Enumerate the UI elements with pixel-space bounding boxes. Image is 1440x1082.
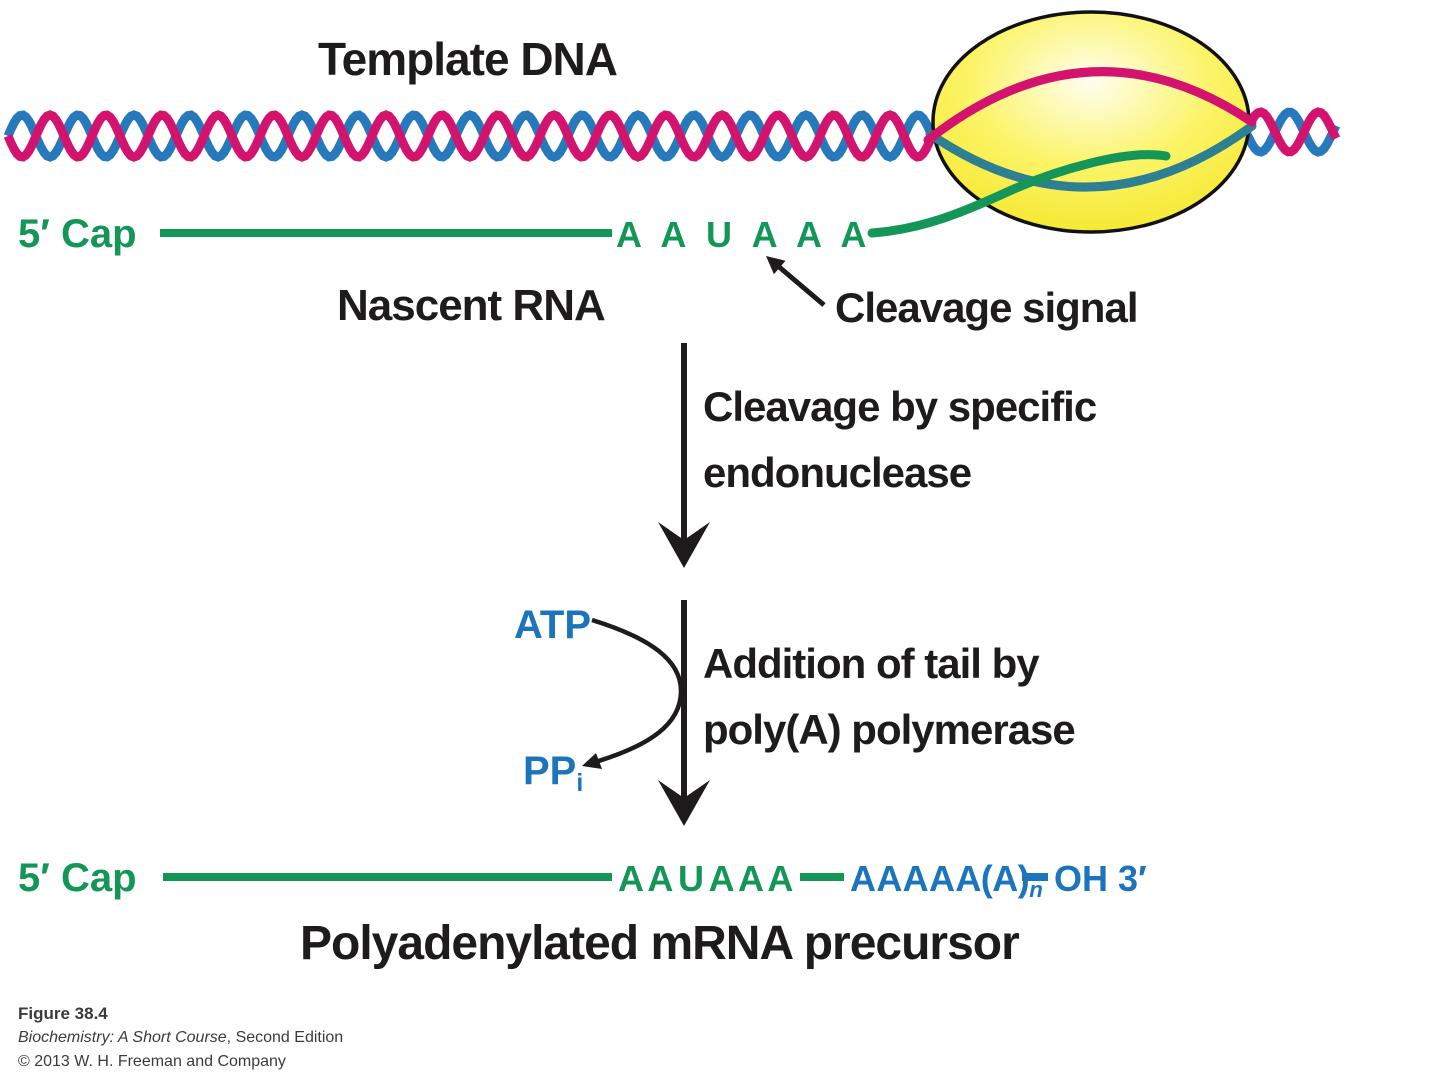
atp-ppi-arrowhead-icon <box>582 753 602 769</box>
cleavage-signal-label: Cleavage signal <box>835 284 1138 331</box>
down-arrow-1-head-icon <box>658 522 710 568</box>
template-dna-title: Template DNA <box>318 33 618 85</box>
nascent-rna-curve <box>867 150 1171 238</box>
cleavage-signal-arrowhead-icon <box>766 256 786 275</box>
down-arrow-2-head-icon <box>658 780 710 826</box>
polyadenylated-mrna-title: Polyadenylated mRNA precursor <box>300 917 1020 970</box>
nascent-rna-label: Nascent RNA <box>337 281 606 330</box>
caption-figure-number: Figure 38.4 <box>18 1004 108 1023</box>
step1-label: Cleavage by specific endonuclease <box>703 383 1097 496</box>
caption-copyright: © 2013 W. H. Freeman and Company <box>18 1053 286 1070</box>
cleavage-signal-sequence-bottom: A A U A A A <box>618 858 794 899</box>
poly-a-tail-sequence: A A A A A(A)n <box>850 858 1043 903</box>
coding-strand-in-bubble <box>923 67 1257 145</box>
dna-helix-left-pink-strand <box>3 110 937 162</box>
atp-label: ATP <box>514 603 592 647</box>
poly-a-subscript-n: n <box>1029 877 1043 903</box>
step2-label: Addition of tail by poly(A) polymerase <box>703 640 1076 753</box>
ppi-subscript: i <box>576 769 584 797</box>
five-prime-cap-label-bottom: 5′ Cap <box>18 856 137 900</box>
cleavage-signal-sequence-top: A A U A A A <box>616 214 867 255</box>
ppi-label: PPi <box>523 749 583 798</box>
caption-book-line: Biochemistry: A Short Course, Second Edi… <box>18 1026 343 1050</box>
cleavage-signal-arrow-line <box>776 264 826 307</box>
three-prime-oh-label: OH 3′ <box>1054 858 1147 899</box>
dna-helix-right-blue-strand <box>1241 107 1341 157</box>
poly-a-text: A A A A A(A) <box>850 858 1030 899</box>
dna-helix-left-blue-strand <box>3 110 937 162</box>
caption-edition: , Second Edition <box>226 1029 344 1046</box>
template-strand-in-bubble <box>925 121 1257 192</box>
dna-helix-right-pink-strand <box>1241 107 1341 157</box>
five-prime-cap-label-top: 5′ Cap <box>18 212 137 256</box>
ppi-text: PP <box>523 749 577 793</box>
figure-caption: Figure 38.4 Biochemistry: A Short Course… <box>18 1002 343 1074</box>
caption-book-title: Biochemistry: A Short Course <box>18 1029 227 1046</box>
atp-ppi-curved-arrow <box>591 617 684 766</box>
